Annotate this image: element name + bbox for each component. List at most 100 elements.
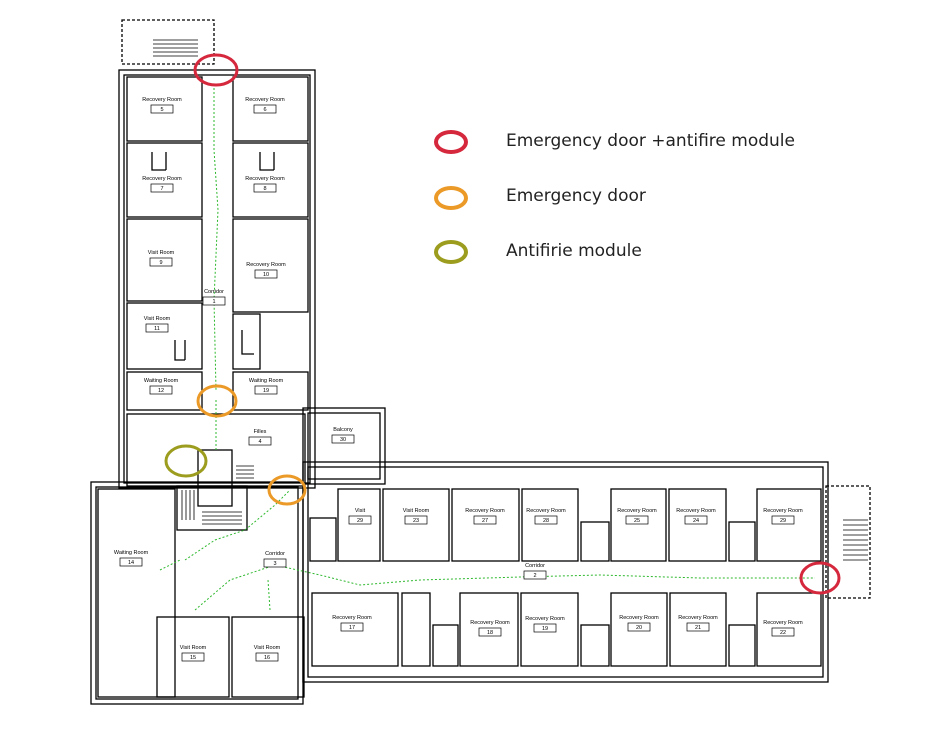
legend-label-3: Antifirie module [506,241,642,261]
room-number-r30: 30 [340,437,346,443]
room-name-r22b: Recovery Room [763,508,803,514]
building-walls [90,19,871,705]
room-number-box-r12 [149,385,173,395]
room-number-box-r27 [473,515,497,525]
legend-ring-red [434,130,468,154]
room-number-r22b: 29 [780,518,786,524]
legend-ring-orange [434,186,468,210]
room-name-r25: Recovery Room [617,508,657,514]
room-name-r21: Recovery Room [678,615,718,621]
room-number-box-r19 [254,385,278,395]
room-number-r15: 15 [190,655,196,661]
room-name-r18: Recovery Room [470,620,510,626]
room-name-r8: Recovery Room [245,176,285,182]
room-name-r30: Balcony [333,427,353,433]
room-name-r9: Visit Room [148,250,175,256]
room-number-r4: 4 [258,439,261,445]
room-number-box-r28 [534,515,558,525]
room-number-box-r2 [523,570,547,580]
room-number-r2: 2 [533,573,536,579]
room-number-box-r18 [478,627,502,637]
room-number-r12: 12 [158,388,164,394]
room-number-box-r15 [181,652,205,662]
room-number-box-r23 [404,515,428,525]
room-number-box-r29 [348,515,372,525]
legend-label-2: Emergency door [506,186,646,206]
room-number-box-r16 [255,652,279,662]
room-name-r3: Corridor [265,551,285,557]
room-number-r23: 23 [413,518,419,524]
room-number-box-r25 [625,515,649,525]
room-name-r12: Waiting Room [144,378,179,384]
room-number-r19b: 19 [542,626,548,632]
room-name-r20: Recovery Room [619,615,659,621]
room-number-r18: 18 [487,630,493,636]
room-name-r23: Visit Room [403,508,430,514]
room-number-r9: 9 [159,260,162,266]
room-number-r11: 11 [154,326,160,332]
room-name-r16: Visit Room [254,645,281,651]
room-name-r28: Recovery Room [526,508,566,514]
legend-label-1: Emergency door +antifire module [506,131,795,151]
marker-top [193,53,239,87]
room-name-r14: Waiting Room [114,550,149,556]
room-number-box-r1 [202,296,226,306]
room-number-r5: 5 [160,107,163,113]
room-number-box-r30 [331,434,355,444]
room-number-box-r22b [771,515,795,525]
room-name-r4: Filles [254,429,267,435]
room-number-box-r9 [149,257,173,267]
room-number-box-r21 [686,622,710,632]
room-name-r2: Corridor [525,563,545,569]
room-name-r1: Corridor [204,289,224,295]
room-number-r16: 16 [264,655,270,661]
room-name-r17: Recovery Room [332,615,372,621]
room-name-r27: Recovery Room [465,508,505,514]
room-name-r22: Recovery Room [763,620,803,626]
room-number-r21: 21 [695,625,701,631]
room-number-box-r17 [340,622,364,632]
room-number-box-r5 [150,104,174,114]
room-name-r10: Recovery Room [246,262,286,268]
room-name-r29: Visit [355,508,366,514]
stair-treads [153,39,868,561]
room-number-box-r19b [533,623,557,633]
room-number-box-r3 [263,558,287,568]
room-name-r6: Recovery Room [245,97,285,103]
room-number-r10: 10 [263,272,269,278]
room-number-r6: 6 [263,107,266,113]
room-name-r19: Waiting Room [249,378,284,384]
room-number-r1: 1 [212,299,215,305]
room-number-r8: 8 [263,186,266,192]
room-number-r27: 27 [482,518,488,524]
room-name-r24: Recovery Room [676,508,716,514]
marker-waiting [196,384,238,418]
room-number-box-r14 [119,557,143,567]
room-number-r24: 24 [693,518,699,524]
room-number-box-r7 [150,183,174,193]
room-number-r17: 17 [349,625,355,631]
room-number-box-r6 [253,104,277,114]
room-number-box-r10 [254,269,278,279]
room-name-r15: Visit Room [180,645,207,651]
room-name-r5: Recovery Room [142,97,182,103]
room-number-r14: 14 [128,560,134,566]
room-name-r19b: Recovery Room [525,616,565,622]
marker-east [799,561,841,595]
room-number-r25: 25 [634,518,640,524]
marker-stair [164,444,208,478]
room-number-r20: 20 [636,625,642,631]
door-markers [164,53,841,595]
room-number-box-r8 [253,183,277,193]
room-number-box-r4 [248,436,272,446]
room-number-r29: 29 [357,518,363,524]
room-number-r3: 3 [273,561,276,567]
room-number-box-r11 [145,323,169,333]
room-name-r7: Recovery Room [142,176,182,182]
room-number-r28: 28 [543,518,549,524]
room-number-box-r22 [771,627,795,637]
room-number-r7: 7 [160,186,163,192]
room-number-r22: 22 [780,630,786,636]
